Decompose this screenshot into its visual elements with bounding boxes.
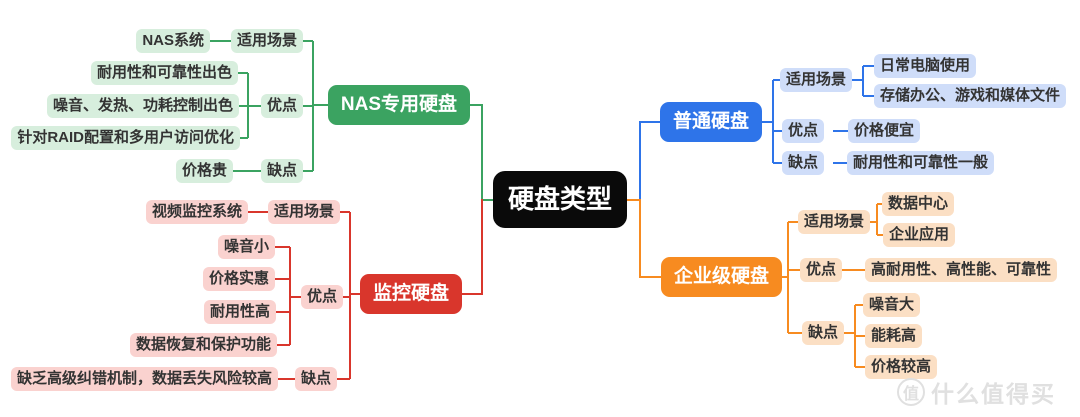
enterprise-cons-label: 缺点 xyxy=(802,321,845,345)
branch-ordinary: 普通硬盘 xyxy=(660,102,763,142)
ordinary-usage-item: 存储办公、游戏和媒体文件 xyxy=(874,84,1067,108)
branch-surveillance: 监控硬盘 xyxy=(359,274,462,314)
enterprise-pros-item: 高耐用性、高性能、可靠性 xyxy=(865,258,1058,282)
ordinary-pros-label: 优点 xyxy=(782,119,825,143)
connector-surveillance xyxy=(243,199,483,380)
surveillance-pros-label: 优点 xyxy=(300,285,343,309)
enterprise-cons-item: 能耗高 xyxy=(865,324,923,348)
connector-ordinary xyxy=(639,65,879,199)
nas-pros-label: 优点 xyxy=(260,94,303,118)
ordinary-cons-label: 缺点 xyxy=(782,151,825,175)
nas-pros-item: 噪音、发热、功耗控制出色 xyxy=(46,94,239,118)
enterprise-usage-item: 企业应用 xyxy=(883,223,956,247)
nas-pros-item: 针对RAID配置和多用户访问优化 xyxy=(11,126,240,150)
surveillance-pros-item: 耐用性高 xyxy=(203,300,276,324)
enterprise-pros-label: 优点 xyxy=(800,258,843,282)
ordinary-usage-label: 适用场景 xyxy=(780,68,853,92)
nas-cons-label: 缺点 xyxy=(260,159,303,183)
enterprise-usage-item: 数据中心 xyxy=(882,192,955,216)
center-topic: 硬盘类型 xyxy=(493,171,628,228)
watermark: 值 什么值得买 xyxy=(897,375,1056,409)
nas-pros-item: 耐用性和可靠性出色 xyxy=(90,61,238,85)
surveillance-pros-item: 数据恢复和保护功能 xyxy=(129,333,277,357)
surveillance-usage-label: 适用场景 xyxy=(267,200,340,224)
nas-usage-label: 适用场景 xyxy=(230,29,303,53)
watermark-text: 什么值得买 xyxy=(931,381,1056,407)
enterprise-cons-item: 噪音大 xyxy=(863,293,921,317)
branch-nas: NAS专用硬盘 xyxy=(327,85,470,125)
enterprise-usage-label: 适用场景 xyxy=(798,210,871,234)
nas-cons-item: 价格贵 xyxy=(175,159,233,183)
nas-usage-item: NAS系统 xyxy=(136,29,210,53)
ordinary-pros-item: 价格便宜 xyxy=(848,119,921,143)
enterprise-cons-item: 价格较高 xyxy=(865,355,938,379)
surveillance-cons-item: 缺乏高级纠错机制，数据丢失风险较高 xyxy=(10,367,278,391)
surveillance-pros-item: 价格实惠 xyxy=(202,267,275,291)
ordinary-usage-item: 日常电脑使用 xyxy=(874,54,977,78)
ordinary-cons-item: 耐用性和可靠性一般 xyxy=(847,151,995,175)
branch-enterprise: 企业级硬盘 xyxy=(661,257,783,297)
surveillance-usage-item: 视频监控系统 xyxy=(145,200,248,224)
surveillance-pros-item: 噪音小 xyxy=(217,235,275,259)
smzdm-logo-icon: 值 xyxy=(897,378,925,406)
surveillance-cons-label: 缺点 xyxy=(294,367,337,391)
